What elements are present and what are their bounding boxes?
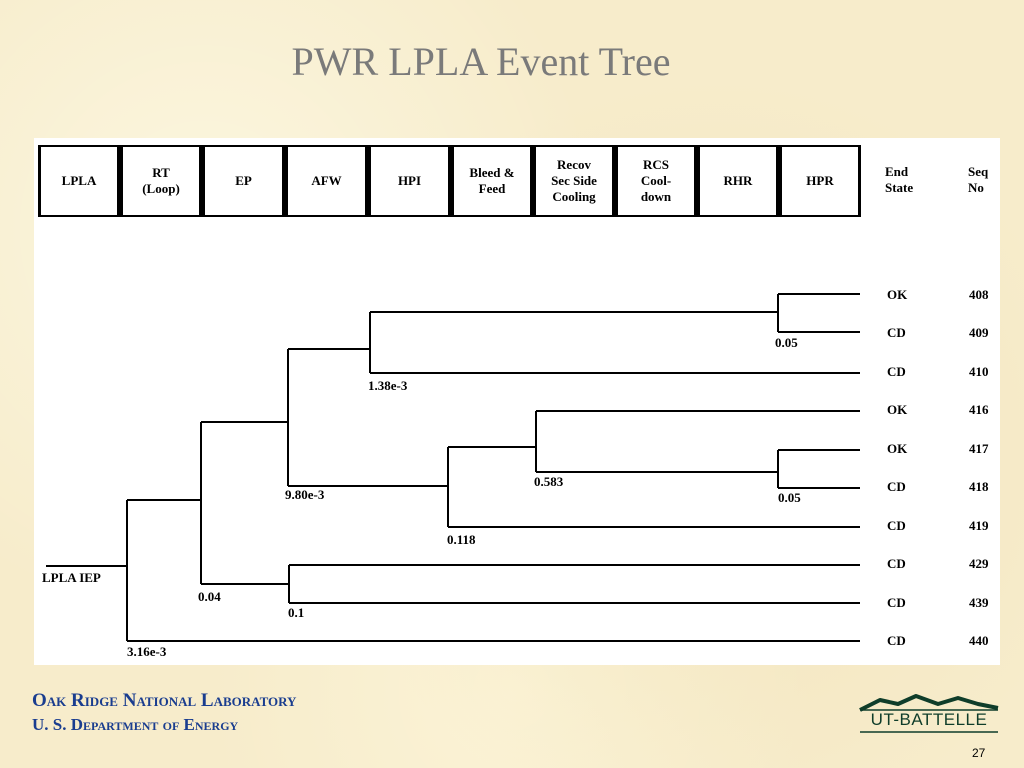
footer-org-line1: Oak Ridge National Laboratory xyxy=(32,690,297,711)
prob-hpi-upper: 1.38e-3 xyxy=(368,378,408,393)
end-state: CD xyxy=(887,556,906,571)
ut-battelle-logo: UT-BATTELLE xyxy=(858,690,1000,738)
header-col-rt: RT (Loop) xyxy=(123,147,199,215)
event-tree-lines xyxy=(38,145,861,642)
seq-no: 416 xyxy=(969,402,989,417)
seq-no: 418 xyxy=(969,479,989,494)
prob-ep: 0.04 xyxy=(198,589,221,604)
header-col-ep: EP xyxy=(205,147,282,215)
seq-no: 429 xyxy=(969,556,989,571)
prob-hpr-lower: 0.05 xyxy=(778,490,801,505)
header-col-hpr: HPR xyxy=(782,147,858,215)
header-col-bleed-feed: Bleed & Feed xyxy=(454,147,530,215)
tree-branches xyxy=(46,293,860,642)
end-state: CD xyxy=(887,518,906,533)
header-col-recov: Recov Sec Side Cooling xyxy=(536,147,612,215)
end-state: CD xyxy=(887,595,906,610)
end-state: CD xyxy=(887,633,906,648)
end-state: CD xyxy=(887,364,906,379)
logo-text: UT-BATTELLE xyxy=(870,710,988,729)
prob-afw: 9.80e-3 xyxy=(285,487,325,502)
header-seq-no: Seq No xyxy=(968,164,989,195)
seq-no: 410 xyxy=(969,364,989,379)
footer-org-line2: U. S. Department of Energy xyxy=(32,715,239,734)
end-state: CD xyxy=(887,479,906,494)
header-col-rhr: RHR xyxy=(700,147,776,215)
prob-hpi-lower: 0.1 xyxy=(288,605,305,620)
header-col-hpi: HPI xyxy=(371,147,448,215)
slide-title: PWR LPLA Event Tree xyxy=(291,39,671,84)
event-tree-panel: LPLA RT (Loop) EP AFW HPI Bleed & Feed R… xyxy=(34,138,1000,665)
header-col-lpla: LPLA xyxy=(41,147,117,215)
seq-no: 409 xyxy=(969,325,989,340)
seq-no: 419 xyxy=(969,518,989,533)
end-state: OK xyxy=(887,402,908,417)
end-state: OK xyxy=(887,441,908,456)
seq-no: 439 xyxy=(969,595,989,610)
page-number: 27 xyxy=(972,746,986,760)
prob-rt-loop: 3.16e-3 xyxy=(127,644,167,659)
seq-no: 440 xyxy=(969,633,989,648)
prob-hpr-upper: 0.05 xyxy=(775,335,798,350)
end-state: OK xyxy=(887,287,908,302)
initiator-label: LPLA IEP xyxy=(42,570,101,585)
prob-recov: 0.583 xyxy=(534,474,564,489)
header-col-afw: AFW xyxy=(288,147,365,215)
end-state: CD xyxy=(887,325,906,340)
header-col-rcs: RCS Cool- down xyxy=(618,147,694,215)
header-end-state: End State xyxy=(885,164,914,195)
logo-mountain-icon xyxy=(859,694,999,733)
seq-no: 417 xyxy=(969,441,989,456)
prob-bleed-feed: 0.118 xyxy=(447,532,476,547)
seq-no: 408 xyxy=(969,287,989,302)
